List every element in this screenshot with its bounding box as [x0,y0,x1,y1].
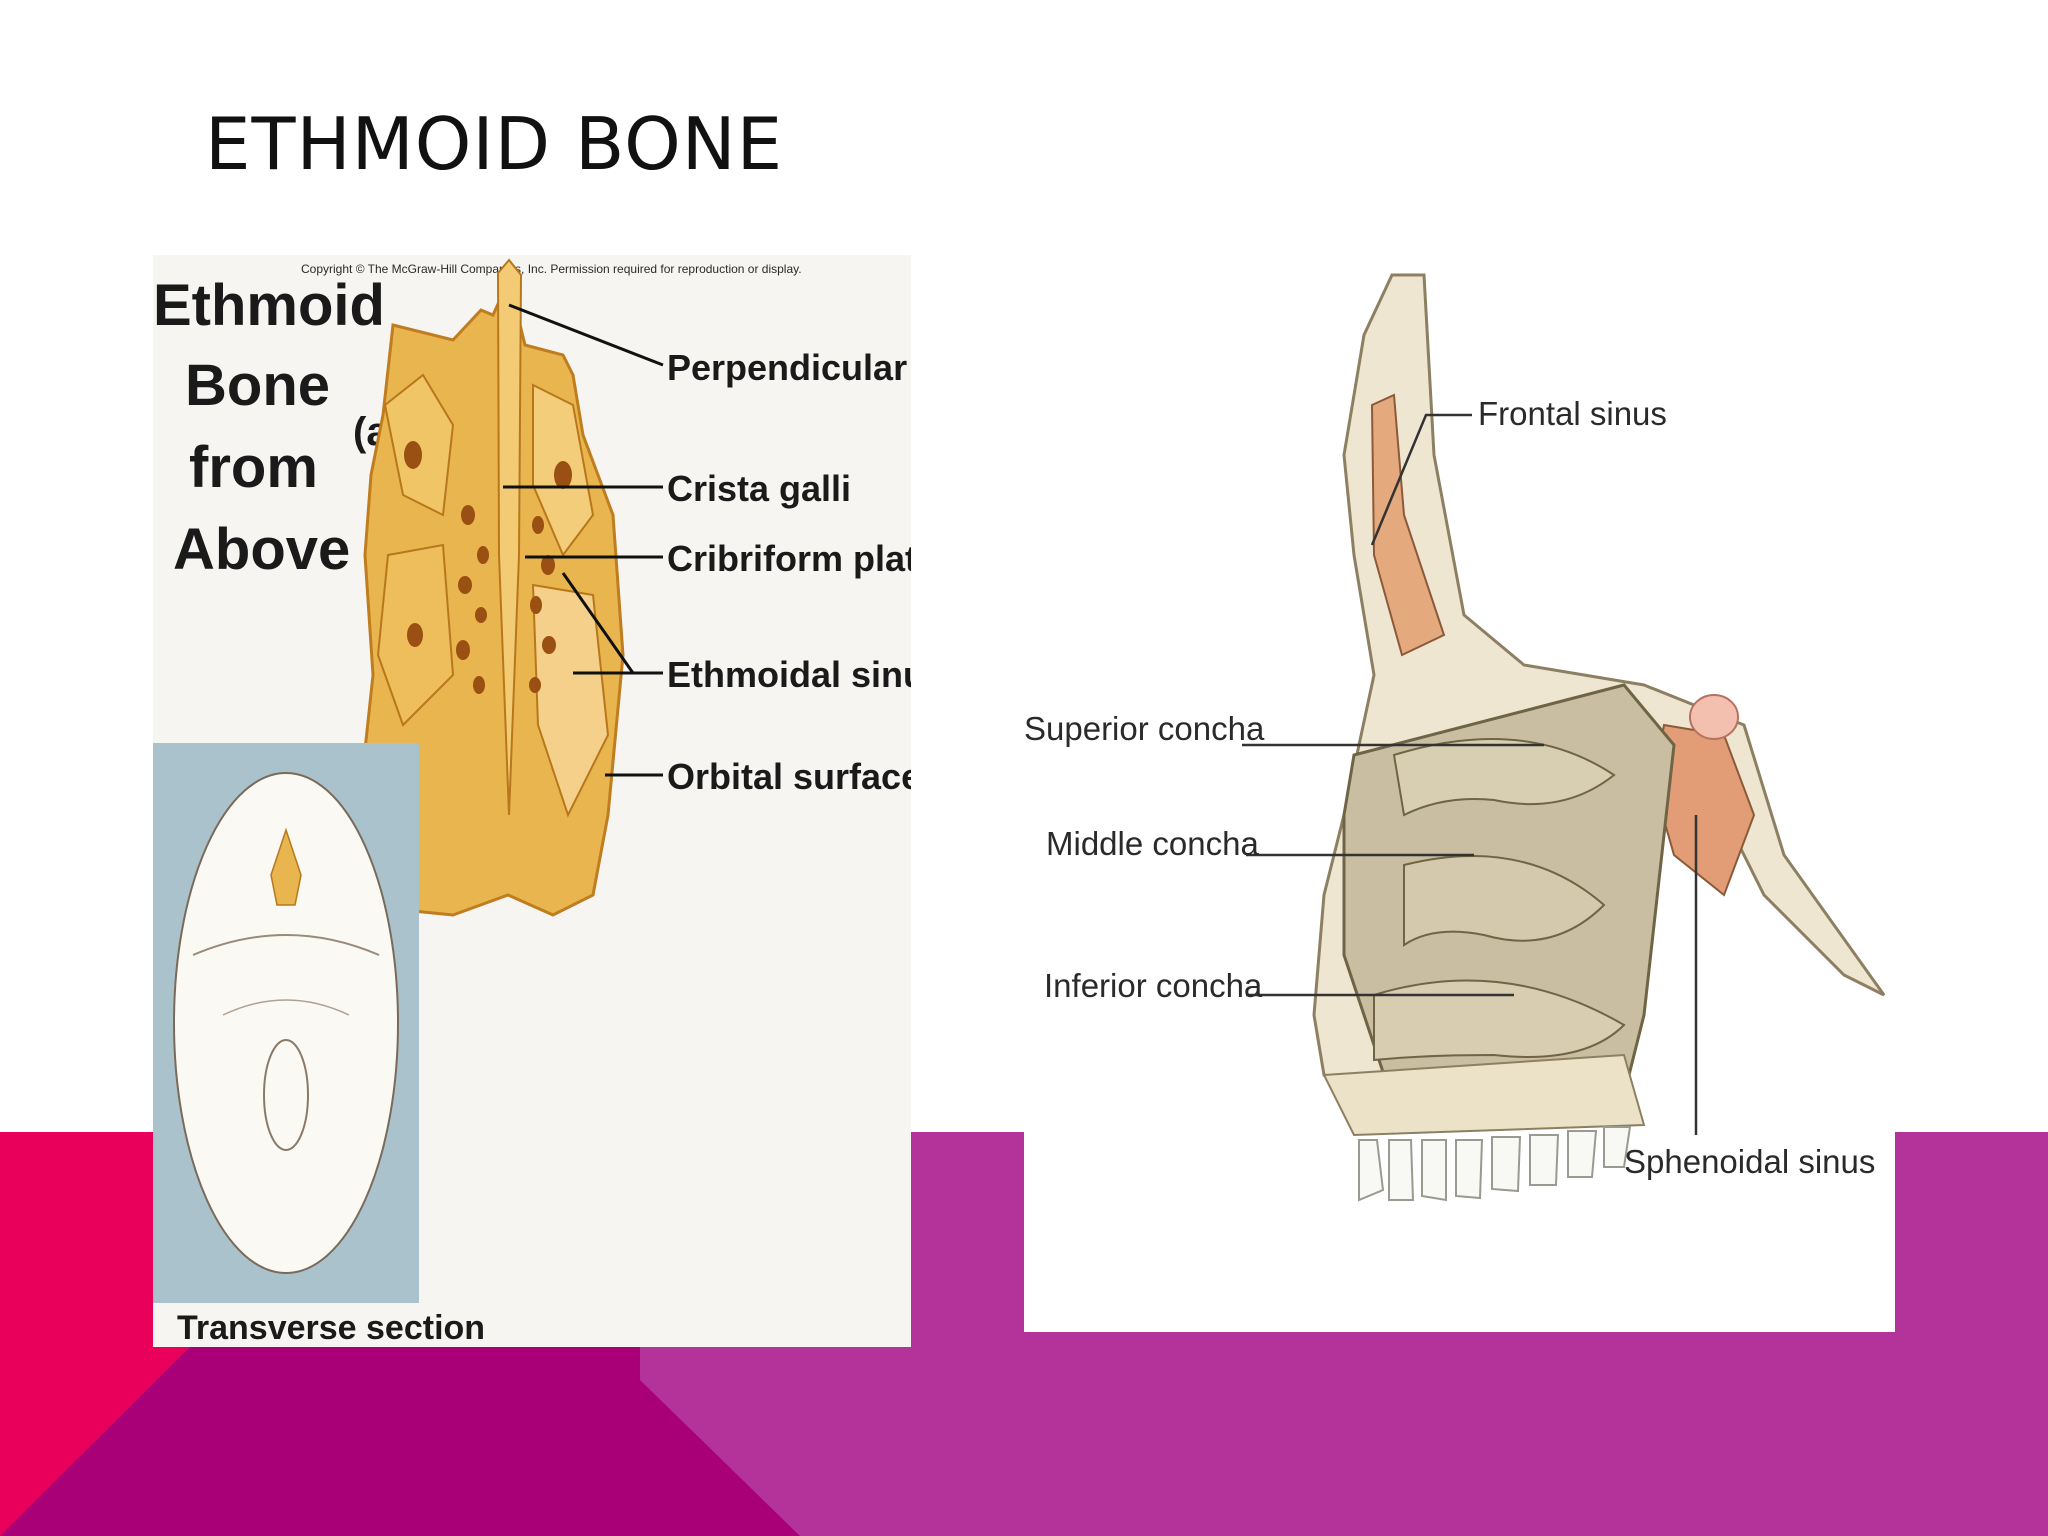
label-frontal-sinus: Frontal sinus [1478,395,1667,432]
inset-caption: Transverse section [177,1309,485,1347]
ethmoid-from-above-figure: Copyright © The McGraw-Hill Companies, I… [153,255,911,1347]
ethmoid-bone-illustration [356,258,625,917]
label-sphenoidal-sinus: Sphenoidal sinus [1624,1143,1875,1180]
label-superior-concha: Superior concha [1024,710,1265,747]
nasal-cavity-illustration [1312,273,1886,1202]
label-cribriform-plate: Cribriform plate [667,538,911,579]
label-inferior-concha: Inferior concha [1044,967,1263,1004]
right-leader-lines [1242,413,1698,1135]
nasal-cavity-lateral-figure: Frontal sinus Superior concha Middle con… [1024,255,1895,1332]
copyright-notice: Copyright © The McGraw-Hill Companies, I… [301,262,802,276]
label-ethmoidal-sinuses: Ethmoidal sinuses [667,654,911,695]
label-middle-concha: Middle concha [1046,825,1259,862]
transverse-section-inset [153,743,419,1303]
figure-heading-line-2: Bone [185,353,330,418]
slide-title: ETHMOID BONE [205,102,784,186]
left-leader-lines [503,303,664,777]
figure-heading-line-3: from [189,435,318,500]
figure-heading-line-4: Above [173,517,350,582]
label-perpendicular-plate: Perpendicular plate [667,347,911,388]
teeth [1358,1126,1632,1202]
label-crista-galli: Crista galli [667,468,851,509]
figure-heading-line-1: Ethmoid [153,273,385,338]
label-orbital-surface: Orbital surface [667,756,911,797]
